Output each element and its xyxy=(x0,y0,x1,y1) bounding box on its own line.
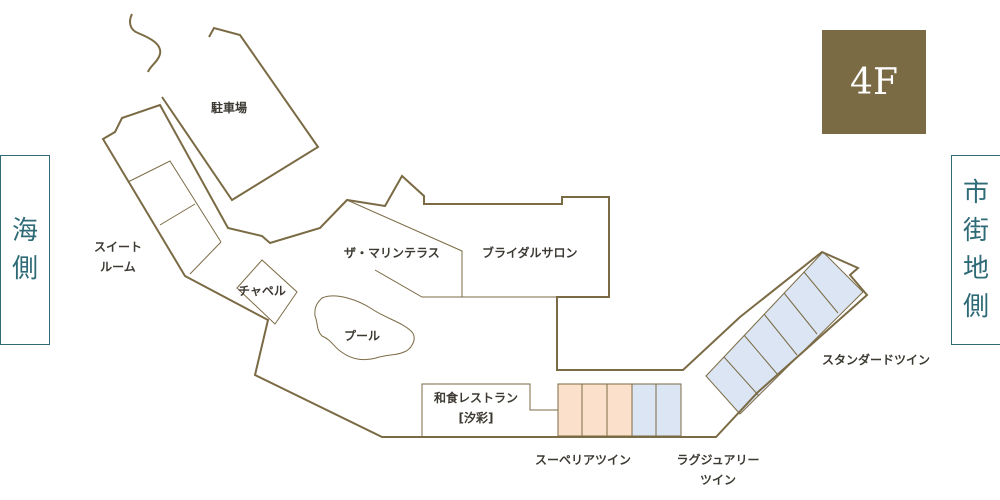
city-side-label: 市 街 地 側 xyxy=(951,155,1000,345)
restaurant-label-line: 和食レストラン xyxy=(433,391,518,405)
superior-twin-rooms xyxy=(557,383,633,437)
standard-twin-block xyxy=(705,251,864,415)
sea-side-label: 海 側 xyxy=(0,155,50,345)
pool-outline xyxy=(314,295,415,361)
suite-partitions xyxy=(127,160,222,275)
suite-room-label: スイート ルーム xyxy=(88,237,148,277)
luxury-label-line: ツイン xyxy=(699,473,736,487)
luxury-label-line: ラグジュアリー xyxy=(676,453,760,467)
city-side-char: 街 xyxy=(962,216,989,246)
floor-badge: 4F xyxy=(822,30,926,134)
luxury-twin-label: ラグジュアリー ツイン xyxy=(668,450,768,490)
city-side-char: 地 xyxy=(962,254,989,284)
marine-terrace-outline xyxy=(319,199,463,298)
marine-terrace-label: ザ・マリンテラス xyxy=(344,246,440,260)
standard-twin-rooms xyxy=(705,251,864,415)
parking-outline xyxy=(161,26,320,202)
superior-room xyxy=(606,383,633,437)
suite-label-line: スイート xyxy=(93,240,142,254)
japanese-restaurant-label: 和食レストラン [汐彩] xyxy=(424,388,528,428)
superior-room xyxy=(581,383,608,437)
superior-twin-label: スーペリアツイン xyxy=(535,453,632,467)
chapel-outline xyxy=(236,259,298,325)
pool-label: プール xyxy=(344,329,381,343)
road-curve xyxy=(129,13,162,73)
chapel-label: チャペル xyxy=(238,284,286,298)
city-side-char: 側 xyxy=(962,292,989,322)
sea-side-char: 海 xyxy=(11,216,38,246)
restaurant-outline xyxy=(421,383,558,437)
restaurant-label-line: [汐彩] xyxy=(458,411,494,425)
luxury-room xyxy=(631,383,657,437)
luxury-room xyxy=(655,383,682,437)
superior-room xyxy=(557,383,583,437)
parking-label: 駐車場 xyxy=(211,101,248,115)
suite-label-line: ルーム xyxy=(100,260,136,274)
sea-side-char: 側 xyxy=(11,254,38,284)
standard-twin-label: スタンダードツイン xyxy=(822,353,931,367)
luxury-twin-rooms xyxy=(631,383,682,437)
city-side-char: 市 xyxy=(962,178,989,208)
bridal-salon-label: ブライダルサロン xyxy=(482,246,578,260)
